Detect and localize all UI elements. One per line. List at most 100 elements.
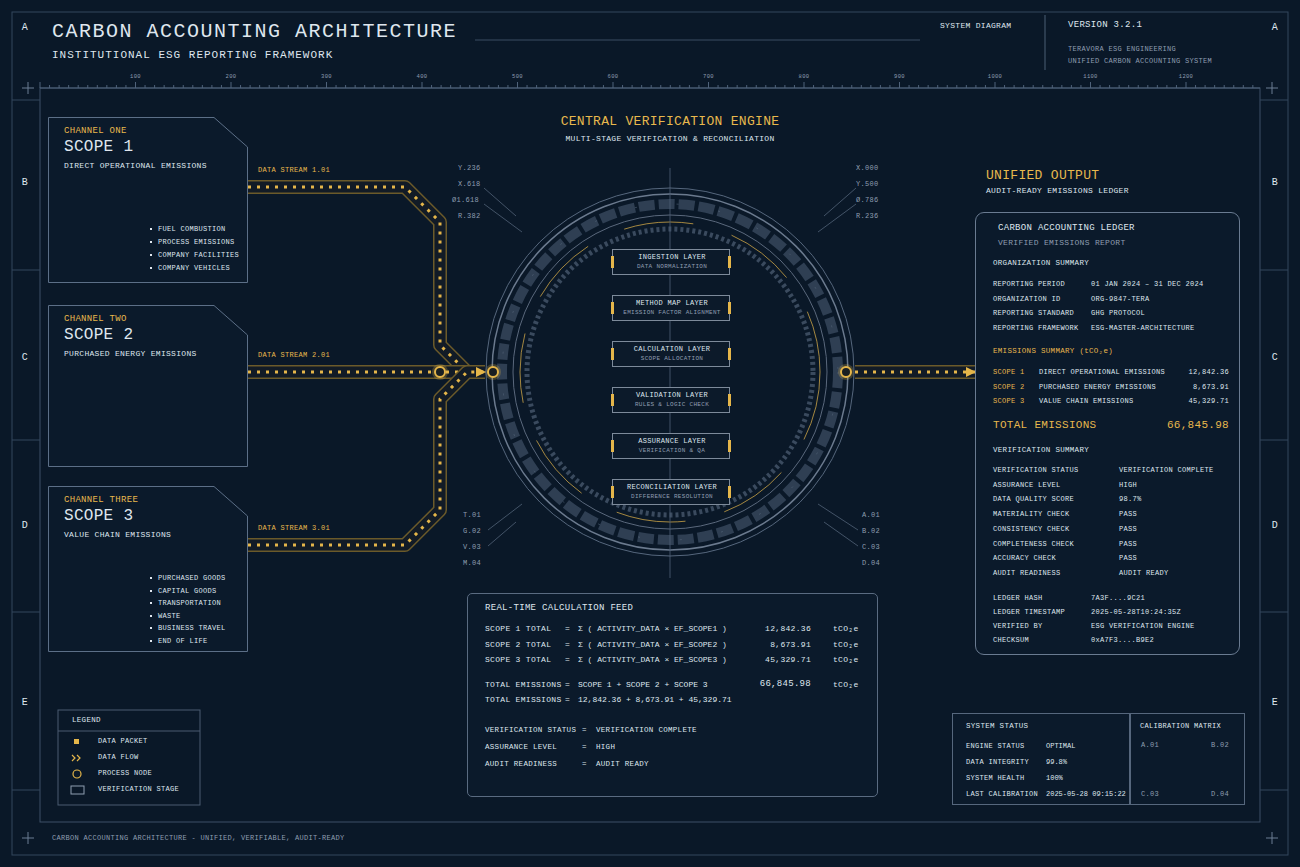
ruler-tick (517, 82, 518, 88)
decor-line (58, 731, 200, 732)
annotation-label: 1200 (1179, 74, 1193, 80)
ruler-tick (861, 85, 862, 88)
node-text: ESG-MASTER-ARCHITECTURE (1091, 324, 1195, 332)
annotation-label: Y.500 (856, 180, 879, 188)
ruler-tick (1205, 85, 1206, 88)
ruler-tick (441, 85, 442, 88)
node-text: 12,842.36 + 8,673.91 + 45,329.71 (578, 695, 732, 704)
node-text: 66,845.98 (1167, 419, 1229, 432)
node-text: 8,673.91 (770, 640, 811, 649)
node-text: CAPITAL GOODS (158, 587, 217, 595)
annotation-label: D (1272, 520, 1278, 532)
process-node (488, 367, 498, 377)
calc-feed-panel: REAL-TIME CALCULATION FEEDSCOPE 1 TOTAL=… (467, 593, 878, 797)
ruler-tick (1042, 85, 1043, 88)
node-text: COMPANY VEHICLES (158, 264, 230, 272)
ruler-tick (584, 85, 585, 88)
calibration-panel: CALIBRATION MATRIXA.01B.02C.03D.04 (1130, 713, 1245, 805)
layer-box: METHOD MAP LAYEREMISSION FACTOR ALIGNMEN… (612, 295, 730, 321)
node-text: tCO₂e (833, 640, 859, 649)
node-text: SCOPE 3 (993, 397, 1025, 405)
decor-line (1260, 790, 1288, 791)
ruler-tick (1109, 85, 1110, 88)
ruler-tick (1157, 85, 1158, 88)
annotation-label: 900 (894, 74, 905, 80)
ruler-tick (546, 85, 547, 88)
node-text: LEDGER TIMESTAMP (993, 608, 1065, 616)
node-text: HIGH (596, 743, 615, 752)
decor-line (12, 790, 40, 791)
node-text: RULES & LOGIC CHECK (635, 402, 709, 409)
decor-rect (12, 12, 1288, 855)
node-text: TRANSPORTATION (158, 599, 221, 607)
process-node-glow (432, 364, 448, 380)
engine-outline (486, 188, 854, 556)
ruler-tick (641, 85, 642, 88)
ruler-tick (507, 85, 508, 88)
stream-band (248, 372, 485, 545)
node-text: B.02 (1211, 741, 1229, 749)
node-text: = (582, 760, 587, 769)
ruler-tick (355, 85, 356, 88)
node-text: GHG PROTOCOL (1091, 309, 1145, 317)
annotation-label: G.02 (463, 527, 481, 535)
node-text: LAST CALIBRATION (966, 790, 1038, 798)
ruler-tick (307, 85, 308, 88)
annotation-label: V.03 (463, 543, 481, 551)
node-text: 01 JAN 2024 – 31 DEC 2024 (1091, 280, 1204, 288)
decor-rect (74, 739, 79, 744)
annotation-label: M.04 (463, 559, 481, 567)
ruler-tick (536, 85, 537, 88)
annotation-label: 200 (226, 74, 237, 80)
annotation-label: TERAVORA ESG ENGINEERING (1068, 45, 1176, 53)
ruler-tick (622, 85, 623, 88)
ruler-tick (97, 85, 98, 88)
ruler-tick (450, 85, 451, 88)
legend-text: PROCESS NODE (98, 769, 152, 777)
node-text: 2025-05-28T10:24:35Z (1091, 608, 1181, 616)
ruler-tick (880, 85, 881, 88)
decor-line (1260, 270, 1288, 271)
node-text: 45,329.71 (1188, 397, 1229, 405)
ruler-tick (488, 85, 489, 88)
node-text: MATERIALITY CHECK (993, 510, 1070, 518)
node-text: SCOPE 1 (993, 368, 1025, 376)
node-text: SYSTEM STATUS (966, 722, 1028, 731)
node-text: DIRECT OPERATIONAL EMISSIONS (64, 161, 207, 170)
ruler-tick (1147, 85, 1148, 88)
process-node (435, 367, 445, 377)
annotation-label: 600 (608, 74, 619, 80)
node-text: C.03 (1141, 790, 1159, 798)
ruler-tick (1080, 85, 1081, 88)
node-text: = (582, 726, 587, 735)
node-text: REPORTING STANDARD (993, 309, 1074, 317)
panel-outline (49, 487, 248, 652)
ruler-tick (679, 85, 680, 88)
ruler-tick (202, 85, 203, 88)
decor-g (484, 168, 858, 578)
node-text: 66,845.98 (760, 679, 811, 689)
decor-line (40, 88, 1260, 89)
node-text: VERIFICATION & QA (639, 448, 705, 455)
ruler-tick (889, 85, 890, 88)
node-text: ASSURANCE LEVEL (485, 743, 557, 752)
node-text: CHANNEL THREE (64, 495, 138, 505)
annotation-label: 700 (703, 74, 714, 80)
node-text: REPORTING FRAMEWORK (993, 324, 1079, 332)
node-text: PASS (1119, 540, 1137, 548)
ruler-tick (412, 85, 413, 88)
stream-packets (855, 371, 975, 374)
ruler-tick (765, 85, 766, 88)
node-text: ASSURANCE LAYER (638, 437, 706, 445)
node-text: DIRECT OPERATIONAL EMISSIONS (1039, 368, 1165, 376)
decor-path (22, 82, 1278, 844)
node-text: ENGINE STATUS (966, 742, 1025, 750)
ruler-tick (1014, 85, 1015, 88)
node-text: SCOPE 2 (993, 383, 1025, 391)
ruler-tick (756, 85, 757, 88)
node-text: DIFFERENCE RESOLUTION (631, 494, 713, 501)
node-text: VERIFIED BY (993, 622, 1043, 630)
node-text: PASS (1119, 525, 1137, 533)
node-text: DATA INTEGRITY (966, 758, 1029, 766)
ruler-tick (813, 85, 814, 88)
